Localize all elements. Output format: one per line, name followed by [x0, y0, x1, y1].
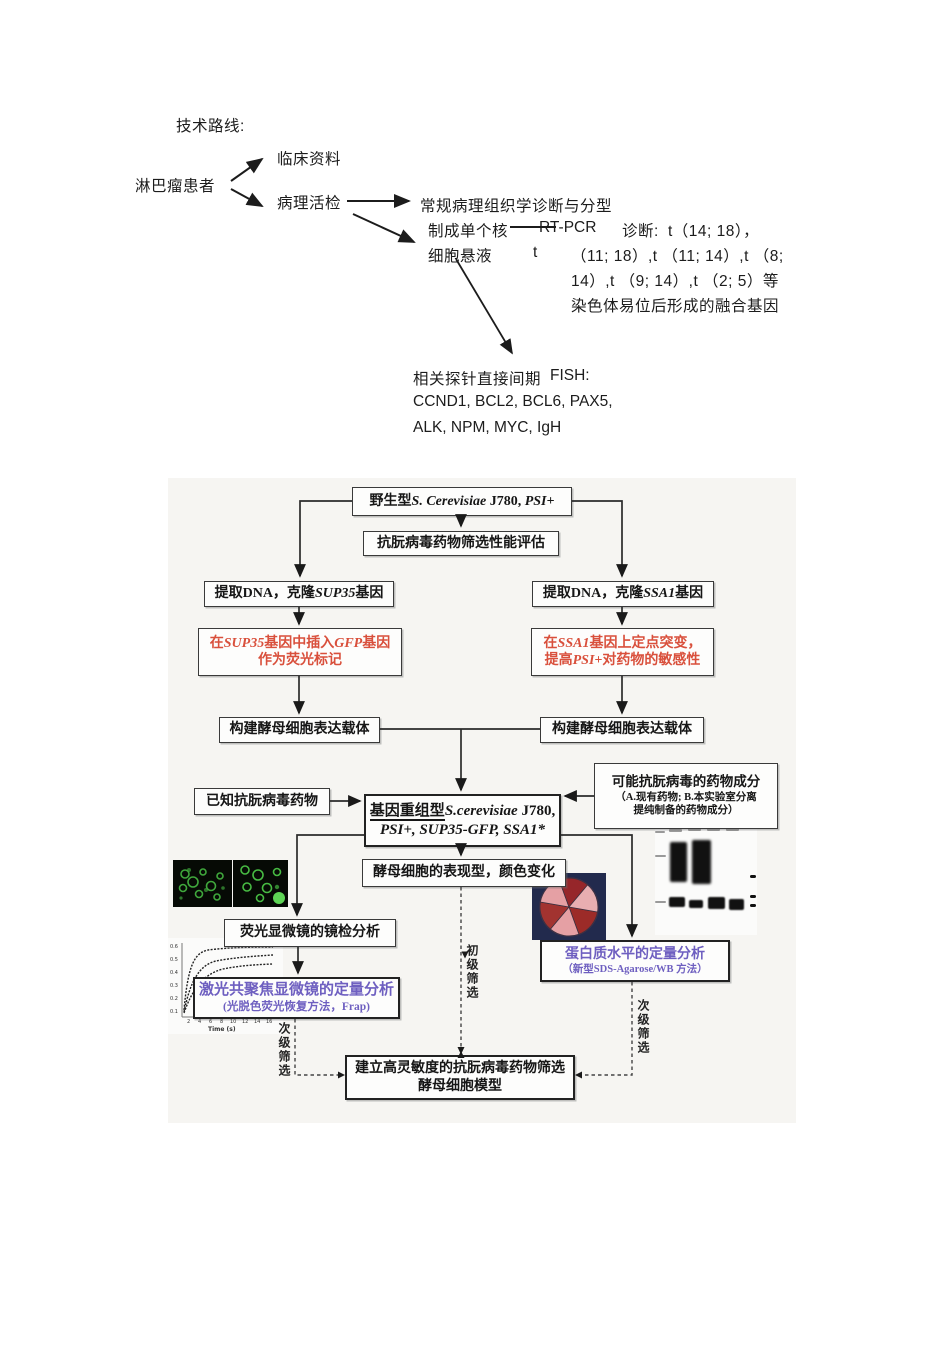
frap-xtick: 8	[220, 1019, 224, 1025]
biopsy-node: 病理活检	[277, 195, 342, 212]
vector-left-label: 构建酵母细胞表达载体	[229, 722, 370, 738]
recombinant-line1: 基因重组型S.cerevisiae J780,	[369, 802, 556, 821]
fusion-gene-text: 染色体易位后形成的融合基因	[571, 298, 780, 315]
known-drugs-box: 已知抗朊病毒药物	[194, 788, 330, 815]
frap-xlabel: Time (s)	[208, 1026, 236, 1033]
fluorescence-inspection-box: 荧光显微镜的镜检分析	[224, 919, 396, 947]
yeast-model-figure: 野生型S. Cerevisiae J780, PSI+ 抗朊病毒药物筛选性能评估…	[168, 478, 796, 1123]
mononuclear-line2: 细胞悬液	[428, 248, 493, 265]
frap-xtick: 6	[209, 1019, 213, 1025]
clinical-data-node: 临床资料	[277, 151, 342, 168]
frap-xtick: 2	[187, 1019, 191, 1025]
fluorescence-inspection-label: 荧光显微镜的镜检分析	[240, 925, 380, 941]
candidate-drugs-line2: （A.现有药物; B.本实验室分离	[615, 792, 757, 804]
vector-right-label: 构建酵母细胞表达载体	[552, 722, 692, 738]
screening-evaluation-label: 抗朊病毒药物筛选性能评估	[377, 535, 545, 551]
frap-xtick: 16	[266, 1019, 273, 1025]
phenotype-label: 酵母细胞的表现型，颜色变化	[373, 865, 555, 881]
clone-sup35-label: 提取DNA，克隆SUP35基因	[214, 586, 384, 602]
gfp-insert-line2: 作为荧光标记	[258, 653, 342, 668]
final-model-line1: 建立高灵敏度的抗朊病毒药物筛选	[355, 1061, 565, 1076]
translocation-line1: t（14; 18），	[668, 223, 760, 240]
primary-screen-label: 初级筛选	[465, 944, 479, 1000]
gfp-insert-line1: 在SUP35基因中插入GFP基因	[209, 635, 391, 651]
protein-line1: 蛋白质水平的定量分析	[565, 946, 705, 962]
confocal-quantification-box: 激光共聚焦显微镜的定量分析 (光脱色荧光恢复方法，Frap)	[193, 977, 400, 1019]
secondary-screen-left-label: 次级筛选	[277, 1022, 291, 1078]
known-drugs-label: 已知抗朊病毒药物	[206, 793, 318, 809]
candidate-drugs-line3: 提纯制备的药物成分）	[633, 805, 739, 817]
vector-left-box: 构建酵母细胞表达载体	[219, 717, 380, 743]
final-model-line2: 酵母细胞模型	[418, 1078, 502, 1094]
frap-xtick: 12	[242, 1019, 249, 1025]
fish-probe-text: 相关探针直接间期	[413, 371, 542, 388]
frap-ytick: 0.6	[170, 944, 178, 950]
translocation-line2: （11; 18）,t （11; 14）,t （8;	[571, 248, 784, 265]
lymphoma-patient-node: 淋巴瘤患者	[135, 178, 216, 195]
frap-ytick: 0.4	[170, 970, 178, 976]
frap-ytick: 0.1	[170, 1009, 178, 1015]
mononuclear-line1: 制成单个核	[428, 223, 509, 240]
diagnosis-label: 诊断:	[622, 223, 659, 240]
frap-xtick: 14	[254, 1019, 261, 1025]
fluorescence-micrograph-1	[173, 860, 232, 907]
route-title: 技术路线:	[176, 118, 245, 135]
gene-list-line1: CCND1, BCL2, BCL6, PAX5,	[413, 393, 613, 410]
gene-list-line2: ALK, NPM, MYC, IgH	[413, 419, 562, 436]
wild-type-box: 野生型S. Cerevisiae J780, PSI+	[352, 487, 572, 516]
candidate-drugs-line1: 可能抗朊病毒的药物成分	[611, 774, 761, 790]
final-model-box: 建立高灵敏度的抗朊病毒药物筛选 酵母细胞模型	[345, 1055, 575, 1100]
frap-ytick: 0.3	[170, 983, 178, 989]
frap-xtick: 4	[198, 1019, 202, 1025]
frap-ytick: 0.2	[170, 996, 178, 1002]
t-symbol: t	[533, 244, 538, 261]
western-blot-image	[655, 825, 757, 935]
candidate-drugs-box: 可能抗朊病毒的药物成分 （A.现有药物; B.本实验室分离 提纯制备的药物成分）	[594, 763, 778, 829]
recombinant-line2: PSI+, SUP35-GFP, SSA1*	[380, 821, 545, 838]
ssa1-mutation-line2: 提高PSI+对药物的敏感性	[544, 653, 701, 668]
frap-ytick: 0.5	[170, 957, 178, 963]
wild-type-label: 野生型S. Cerevisiae J780, PSI+	[369, 493, 555, 509]
clone-ssa1-label: 提取DNA，克隆SSA1基因	[542, 586, 704, 602]
recombinant-strain-box: 基因重组型S.cerevisiae J780, PSI+, SUP35-GFP,…	[364, 794, 561, 847]
protein-line2: （新型SDS-Agarose/WB 方法）	[562, 964, 708, 976]
secondary-screen-right-label: 次级筛选	[636, 999, 650, 1055]
screening-evaluation-box: 抗朊病毒药物筛选性能评估	[363, 531, 559, 556]
top-flowchart: 技术路线: 临床资料 淋巴瘤患者 病理活检 常规病理组织学诊断与分型 制成单个核…	[0, 0, 950, 470]
vector-right-box: 构建酵母细胞表达载体	[540, 717, 704, 743]
ssa1-mutation-box: 在SSA1基因上定点突变， 提高PSI+对药物的敏感性	[531, 628, 714, 676]
clone-sup35-box: 提取DNA，克隆SUP35基因	[204, 581, 394, 607]
phenotype-box: 酵母细胞的表现型，颜色变化	[362, 859, 566, 887]
fish-label: FISH:	[550, 367, 590, 384]
clone-ssa1-box: 提取DNA，克隆SSA1基因	[532, 581, 714, 607]
translocation-line3: 14）,t （9; 14）,t （2; 5）等	[571, 273, 779, 290]
confocal-line1: 激光共聚焦显微镜的定量分析	[198, 982, 394, 999]
confocal-line2: (光脱色荧光恢复方法，Frap)	[223, 1001, 370, 1014]
gfp-insert-box: 在SUP35基因中插入GFP基因 作为荧光标记	[198, 628, 402, 676]
fluorescence-micrograph-2	[233, 860, 288, 907]
routine-pathology-node: 常规病理组织学诊断与分型	[420, 198, 613, 215]
rtpcr-label: RT-PCR	[539, 219, 597, 236]
protein-quantification-box: 蛋白质水平的定量分析 （新型SDS-Agarose/WB 方法）	[540, 940, 730, 982]
frap-xtick: 10	[230, 1019, 237, 1025]
ssa1-mutation-line1: 在SSA1基因上定点突变，	[543, 635, 702, 651]
